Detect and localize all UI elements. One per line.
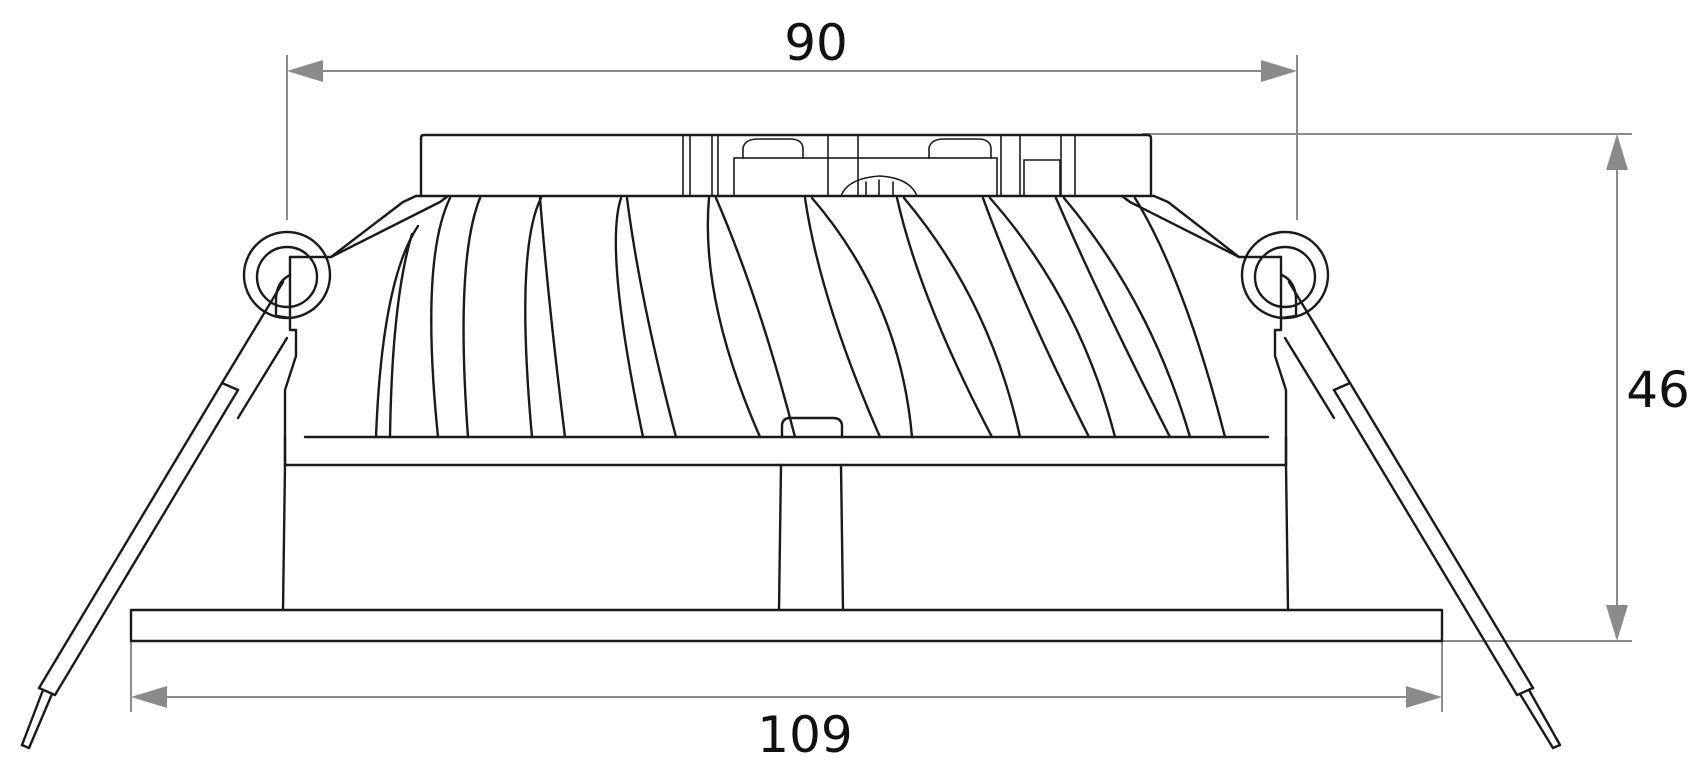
- heatsink-fins: [374, 196, 1227, 439]
- spring-coil-inner: [255, 245, 319, 309]
- arrowhead-right: [1261, 60, 1297, 82]
- dimension-top-width: 90: [286, 14, 1298, 220]
- spring-clip-left: [20, 230, 332, 750]
- dimension-bottom-width: 109: [130, 640, 1443, 764]
- bottom-flange: [129, 608, 1444, 643]
- dimension-label-height: 46: [1626, 361, 1690, 419]
- driver-housing: [419, 133, 1153, 198]
- center-boss: [780, 416, 844, 439]
- arrowhead-left: [287, 60, 323, 82]
- arrowhead-top: [1606, 134, 1628, 170]
- heatsink-lower-band: [283, 435, 1288, 467]
- spring-coil-inner: [1253, 245, 1317, 309]
- spring-clip-mounts: [283, 194, 1288, 467]
- arrowhead-right: [1406, 686, 1442, 708]
- downlight-outline: [129, 133, 1444, 643]
- dimension-label-top-width: 90: [784, 14, 848, 72]
- dimension-label-bottom-width: 109: [757, 706, 852, 764]
- dimension-height: 46: [1142, 133, 1690, 642]
- lower-body: [281, 463, 1290, 612]
- arrowhead-bottom: [1606, 605, 1628, 641]
- spring-clip-right: [1240, 230, 1562, 750]
- arrowhead-left: [131, 686, 167, 708]
